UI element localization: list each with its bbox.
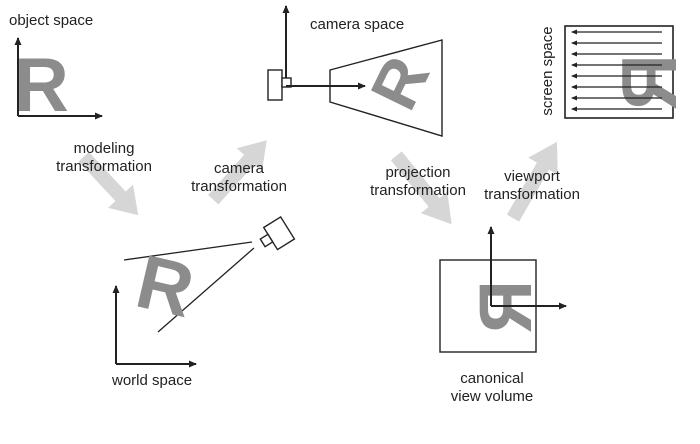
canonical-volume-panel: R <box>439 226 567 353</box>
scanline-arrows <box>571 29 662 112</box>
camera-body-icon <box>267 69 283 101</box>
viewport-transformation-label: viewport transformation <box>476 168 588 204</box>
object-space-label: object space <box>9 12 94 29</box>
world-space-panel: R <box>112 215 296 368</box>
canonical-view-volume-label: canonical view volume <box>436 370 548 406</box>
world-space-label: world space <box>112 372 193 389</box>
world-camera-icon <box>259 215 296 251</box>
object-space-panel: R <box>14 37 103 128</box>
modeling-flow-arrow <box>78 151 139 216</box>
world-camera-ray-upper <box>123 241 253 261</box>
camera-space-label: camera space <box>310 16 405 33</box>
camera-transformation-label: camera transformation <box>183 160 295 196</box>
object-space-glyph: R <box>14 43 69 128</box>
world-camera-ray-lower <box>157 247 255 333</box>
modeling-label-line2: transformation <box>56 158 152 175</box>
camera-flow-arrow <box>208 140 267 205</box>
projection-transformation-label: projection transformation <box>362 164 474 200</box>
viewport-label-line1: viewport <box>504 168 560 185</box>
screen-rect <box>564 25 674 119</box>
modeling-label-line1: modeling <box>73 140 135 157</box>
canonical-label-line1: canonical <box>460 370 524 387</box>
viewport-label-line2: transformation <box>484 186 580 203</box>
viewport-flow-arrow <box>506 141 558 222</box>
camera-label-line1: camera <box>213 160 265 177</box>
projection-label-line1: projection <box>385 164 451 181</box>
flow-arrows <box>78 140 558 225</box>
screen-space-glyph: R <box>605 54 693 110</box>
canonical-label-line2: view volume <box>450 388 534 405</box>
camera-label-line2: transformation <box>191 178 287 195</box>
projection-label-line2: transformation <box>370 182 466 199</box>
screen-space-label: screen space <box>539 26 556 116</box>
world-space-glyph: R <box>129 239 202 334</box>
projection-flow-arrow <box>390 151 452 225</box>
view-frustum <box>329 39 443 137</box>
modeling-transformation-label: modeling transformation <box>48 140 160 176</box>
screen-space-panel: R <box>564 25 693 119</box>
camera-space-panel: R <box>267 5 443 137</box>
